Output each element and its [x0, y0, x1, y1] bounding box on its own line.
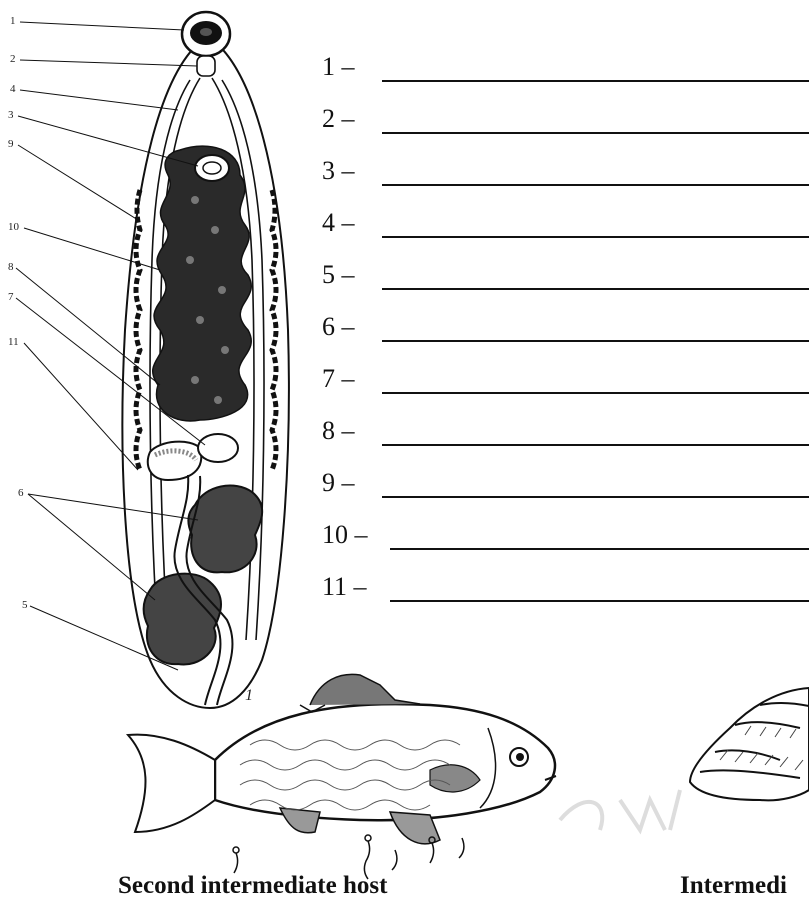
callout-1: 1	[10, 15, 16, 27]
answer-row-label: 3 –	[322, 156, 355, 186]
answer-blank[interactable]	[382, 340, 809, 342]
answer-row-label: 4 –	[322, 208, 355, 238]
fish-illustration	[128, 674, 556, 843]
answer-blank[interactable]	[382, 392, 809, 394]
ventral-sucker	[195, 155, 229, 181]
answer-row-label: 2 –	[322, 104, 355, 134]
answer-row-1: 1 –	[322, 52, 809, 92]
answer-row-label: 6 –	[322, 312, 355, 342]
answer-row-label: 10 –	[322, 520, 368, 550]
answer-row-label: 7 –	[322, 364, 355, 394]
answer-row-label: 8 –	[322, 416, 355, 446]
callout-3: 3	[8, 109, 14, 121]
answer-blank[interactable]	[382, 496, 809, 498]
snail-caption: Intermedi	[680, 872, 787, 900]
answer-row-4: 4 –	[322, 208, 809, 248]
callout-11: 11	[8, 336, 19, 348]
answer-row-5: 5 –	[322, 260, 809, 300]
callout-9: 9	[8, 138, 14, 150]
answer-row-2: 2 –	[322, 104, 809, 144]
snail-illustration	[690, 688, 809, 800]
answer-row-6: 6 –	[322, 312, 809, 352]
callout-5: 5	[22, 599, 28, 611]
answer-row-label: 1 –	[322, 52, 355, 82]
answer-blank[interactable]	[390, 548, 809, 550]
callout-4: 4	[10, 83, 16, 95]
answer-row-7: 7 –	[322, 364, 809, 404]
corner-mark: 1	[245, 687, 253, 704]
answer-blank[interactable]	[382, 288, 809, 290]
answer-row-label: 5 –	[322, 260, 355, 290]
callout-7: 7	[8, 291, 14, 303]
pharynx	[197, 56, 215, 76]
oral-sucker	[182, 12, 230, 56]
ovary	[148, 442, 202, 480]
answer-row-3: 3 –	[322, 156, 809, 196]
answer-blank[interactable]	[390, 600, 809, 602]
testis-posterior	[144, 574, 221, 665]
fish-caption: Second intermediate host	[118, 872, 387, 900]
answer-row-10: 10 –	[322, 520, 809, 560]
answer-blank[interactable]	[382, 184, 809, 186]
answer-blank[interactable]	[382, 236, 809, 238]
answer-row-8: 8 –	[322, 416, 809, 456]
answer-row-label: 11 –	[322, 572, 367, 602]
callout-labels: 1 2 4 3 9 10 8 7 11 6 5	[8, 15, 28, 611]
callout-8: 8	[8, 261, 14, 273]
answer-blank[interactable]	[382, 80, 809, 82]
answer-row-9: 9 –	[322, 468, 809, 508]
answer-row-11: 11 –	[322, 572, 809, 612]
watermark	[560, 790, 680, 830]
answer-row-label: 9 –	[322, 468, 355, 498]
callout-10: 10	[8, 221, 20, 233]
answer-blank[interactable]	[382, 444, 809, 446]
answer-blank[interactable]	[382, 132, 809, 134]
callout-6: 6	[18, 487, 24, 499]
callout-2: 2	[10, 53, 16, 65]
seminal-receptacle	[198, 434, 238, 462]
